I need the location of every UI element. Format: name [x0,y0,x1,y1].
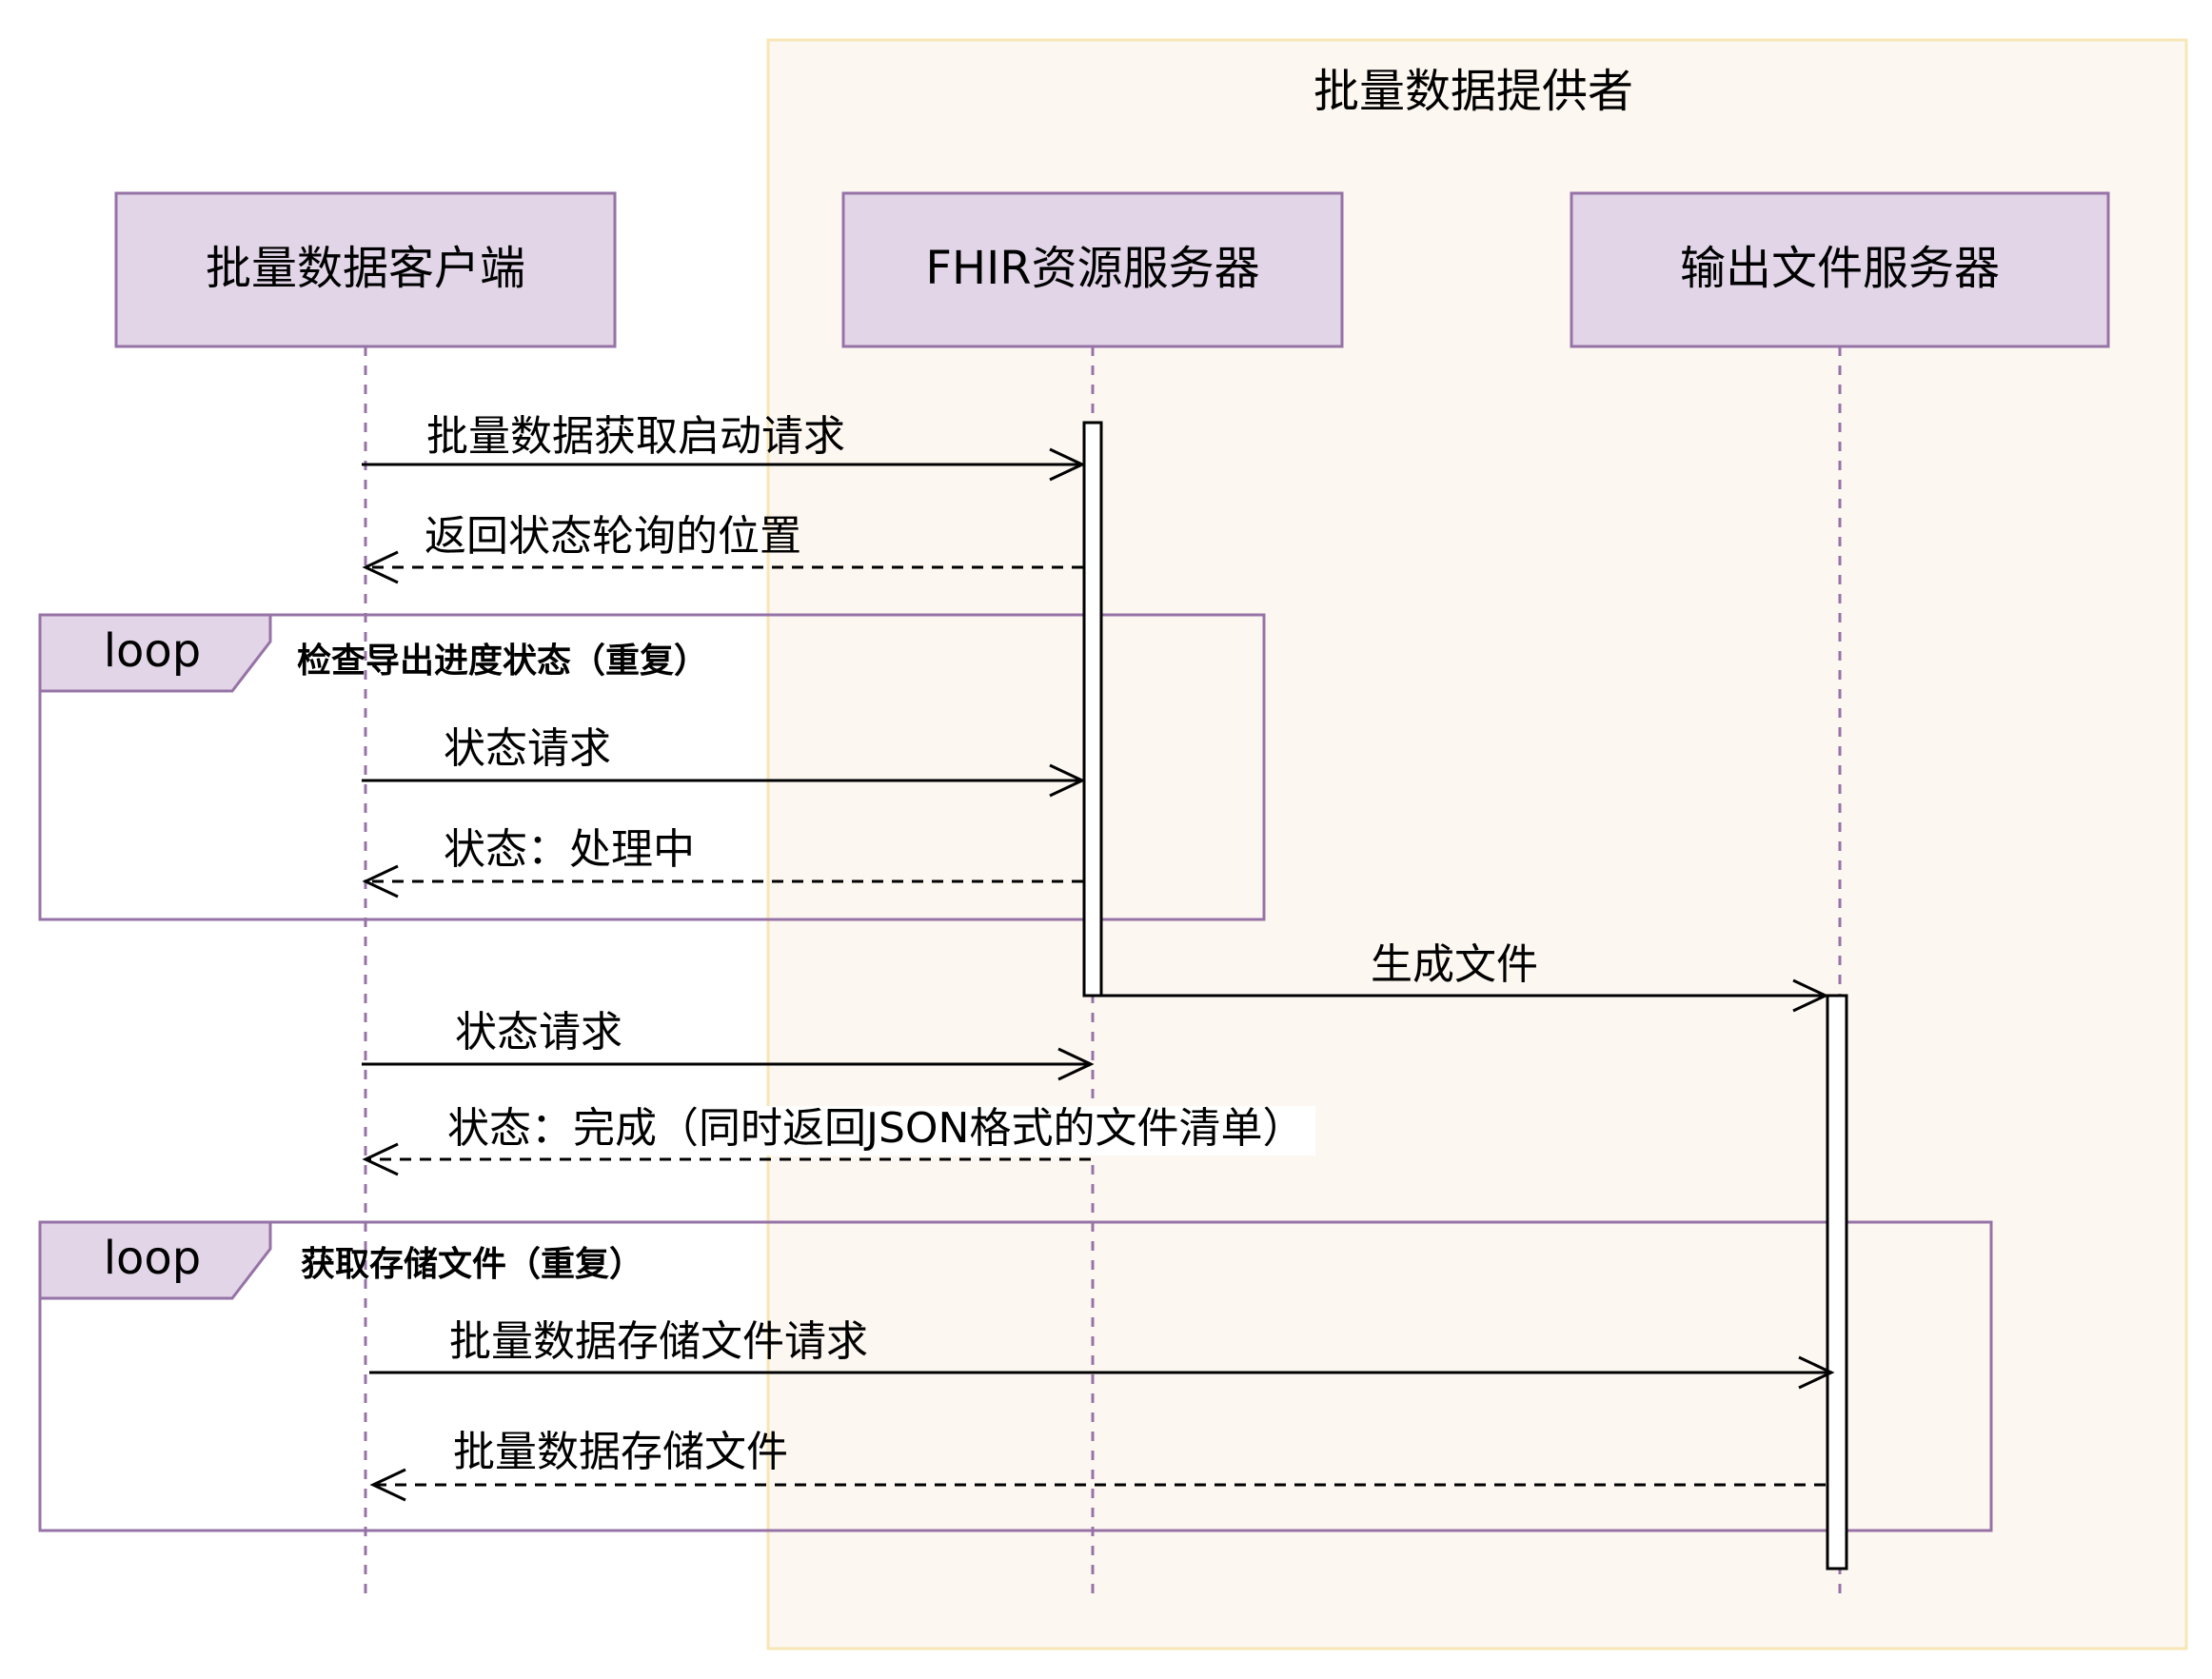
message-label: 状态请求 [444,724,611,773]
loop-frame-tag [38,1220,272,1300]
loop-condition: 检查导出进度状态（重复） [297,642,708,681]
message-label: 返回状态轮询的位置 [425,512,801,561]
participant-fhir-server: FHIR资源服务器 [841,191,1344,348]
message-label: 批量数据存储文件请求 [449,1317,868,1366]
loop-frame-file-retrieval: loop 获取存储文件（重复） [38,1220,1993,1532]
participant-fhir-server-label: FHIR资源服务器 [925,242,1259,295]
participant-output-file-server: 输出文件服务器 [1570,191,2110,348]
participant-client-label: 批量数据客户端 [206,242,525,295]
message-label-background [444,1106,1315,1156]
loop-keyword: loop [104,1232,202,1285]
message-label: 状态请求 [455,1008,622,1057]
loop-frame-box [38,613,1266,921]
message-label: 状态：处理中 [444,825,695,874]
message-label: 状态：完成（同时返回JSON格式的文件清单） [447,1104,1304,1153]
loop-frame-tag [38,613,272,693]
activation-bar-fhir-server [1082,421,1103,998]
provider-group-title: 批量数据提供者 [1313,65,1633,118]
loop-frame-box [38,1220,1993,1532]
message-label: 生成文件 [1371,940,1538,989]
activation-bar-output-file-server [1826,994,1848,1570]
participant-client: 批量数据客户端 [114,191,617,348]
participant-fhir-server-box [841,191,1344,348]
loop-frame-status-check: loop 检查导出进度状态（重复） [38,613,1266,921]
participant-output-file-server-label: 输出文件服务器 [1680,242,2000,295]
loop-condition: 获取存储文件（重复） [301,1245,643,1284]
loop-keyword: loop [104,624,202,678]
message-label: 批量数据存储文件 [453,1428,788,1476]
participant-client-box [114,191,617,348]
message-label: 批量数据获取启动请求 [426,412,845,461]
